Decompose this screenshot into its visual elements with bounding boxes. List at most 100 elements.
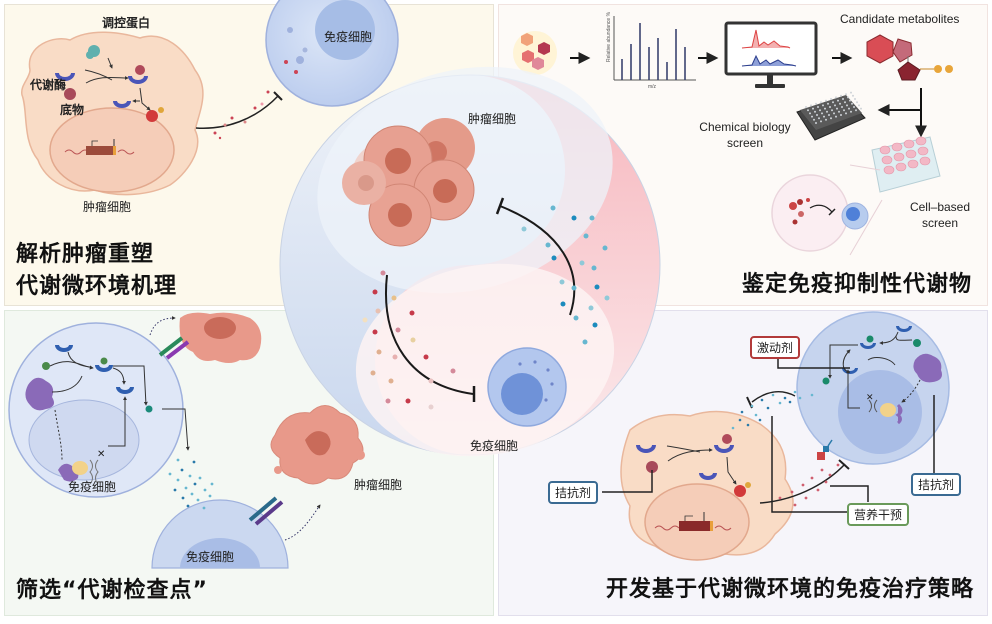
secreted-metabolite-dot: [180, 468, 184, 472]
immune-metabolite-dot: [591, 265, 597, 271]
plate-well: [823, 115, 825, 118]
culture-well: [919, 156, 931, 166]
metabolite-dots: [362, 205, 610, 410]
plate-well: [856, 101, 858, 104]
plate-well: [855, 109, 857, 112]
spectrum-xlabel: m/z: [648, 84, 657, 90]
plate-well: [845, 112, 847, 115]
tumor-metabolite-dot: [376, 349, 382, 355]
secreted-metabolite-dot: [168, 472, 172, 476]
secreted-metabolite-dot: [173, 488, 177, 492]
immune-metabolite-dot: [545, 242, 551, 248]
enzyme-released-icon: [113, 101, 131, 108]
secreted-metabolite-dot: [208, 494, 212, 498]
title-therapy-strategy: 开发基于代谢微环境的免疫治疗策略: [606, 577, 975, 602]
plate-well: [816, 114, 818, 116]
plate-well: [834, 104, 836, 107]
immune-metabolite-dot: [592, 322, 598, 328]
cofactor-icon: [158, 107, 164, 113]
plate-well: [846, 104, 848, 107]
label-cell-based-screen-line2: screen: [921, 216, 959, 230]
substrate-icon: [64, 88, 76, 100]
plate-well: [828, 114, 830, 116]
secreted-metabolite-dot: [766, 406, 770, 410]
label-substrate: 底物: [60, 103, 85, 117]
secreted-metabolite-dot: [192, 460, 196, 464]
microplate-96-icon: [796, 91, 866, 141]
culture-well: [917, 146, 929, 156]
plate-well: [840, 94, 842, 97]
label-center-immune-cell: 免疫细胞: [470, 439, 519, 453]
immune-cell-center: [487, 347, 567, 427]
tumor-metabolite-dot: [405, 398, 411, 404]
metabolite-secretion: [195, 90, 283, 140]
plate-well: [840, 114, 842, 116]
plate-well: [809, 112, 811, 115]
plate-well: [847, 96, 849, 99]
plate-well: [811, 115, 813, 118]
tumor-metabolite-dot: [793, 503, 797, 507]
tumor-metabolite-dot: [410, 337, 416, 343]
inhibition-arrow-immune-to-tumor: [495, 197, 576, 316]
immune-metabolite-dot: [579, 260, 585, 266]
plate-well: [824, 107, 826, 110]
tumor-metabolite-dot: [820, 468, 824, 472]
plate-well: [822, 104, 824, 107]
plate-well: [850, 110, 852, 113]
tumor-metabolite-dot: [375, 308, 381, 314]
tumor-metabolite-dot: [450, 368, 456, 374]
tumor-metabolite-dot: [370, 370, 376, 376]
tumor-metabolite-dot: [804, 496, 808, 500]
secreted-metabolite-dot: [746, 423, 750, 427]
tumor-metabolite-dot: [362, 317, 368, 323]
culture-well: [907, 159, 919, 169]
tag-agonist: 激动剂: [750, 336, 801, 359]
plate-well: [841, 106, 843, 108]
plate-well: [817, 106, 819, 108]
secreted-metabolite-dot: [203, 488, 207, 492]
secreted-metabolite-dot: [771, 393, 775, 397]
signal-arrow: [284, 504, 321, 541]
tumor-metabolite-dot: [810, 476, 814, 480]
label-candidate-metabolites: Candidate metabolites: [840, 12, 960, 26]
secreted-metabolite-dot: [176, 458, 180, 462]
label-immune-cell-top-left: 免疫细胞: [324, 30, 373, 44]
culture-well: [903, 139, 915, 149]
metabolite-sample-icon: [513, 31, 557, 75]
secreted-metabolite-dot: [202, 506, 206, 510]
candidate-metabolite-molecule: [866, 34, 953, 81]
reaction-arrow: [84, 69, 113, 81]
plate-well: [831, 109, 833, 112]
tumor-metabolite-dot: [801, 483, 805, 487]
immune-metabolite-dot: [582, 339, 588, 345]
plate-well: [842, 98, 844, 100]
tumor-metabolite-dot: [392, 354, 398, 360]
spectrum-ylabel: Relative abundance %: [606, 11, 612, 62]
plate-well: [837, 99, 839, 102]
culture-well: [893, 152, 905, 162]
secreted-metabolite-dot: [188, 474, 192, 478]
immune-metabolite-dot: [550, 205, 556, 211]
plate-well: [839, 102, 841, 105]
label-regulatory-protein: 调控蛋白: [102, 16, 151, 30]
secreted-metabolite-dot: [758, 418, 762, 422]
plate-well: [832, 101, 834, 104]
immune-metabolite-dot: [594, 284, 600, 290]
secreted-metabolite-dot: [798, 396, 802, 400]
plate-well: [850, 91, 852, 94]
tumor-metabolite-dot: [828, 473, 832, 477]
tumor-metabolite-dot: [423, 354, 429, 360]
secreted-metabolite-dot: [186, 504, 190, 508]
tumor-cell-fragment-top: [179, 312, 262, 363]
title-tumor-remodeling-line1: 解析肿瘤重塑: [16, 242, 155, 267]
label-immune-cell-bottom-left-2: 免疫细胞: [186, 550, 235, 564]
plate-well: [815, 102, 817, 105]
label-metabolic-enzyme: 代谢酶: [30, 78, 67, 92]
immune-metabolite-dot: [589, 215, 595, 221]
label-chemical-biology-screen-line2: screen: [726, 136, 764, 150]
culture-well: [895, 162, 907, 172]
metabolite-dots-bottom-right: [731, 390, 840, 507]
plate-well: [825, 118, 827, 121]
tumor-metabolite-dot: [391, 295, 397, 301]
